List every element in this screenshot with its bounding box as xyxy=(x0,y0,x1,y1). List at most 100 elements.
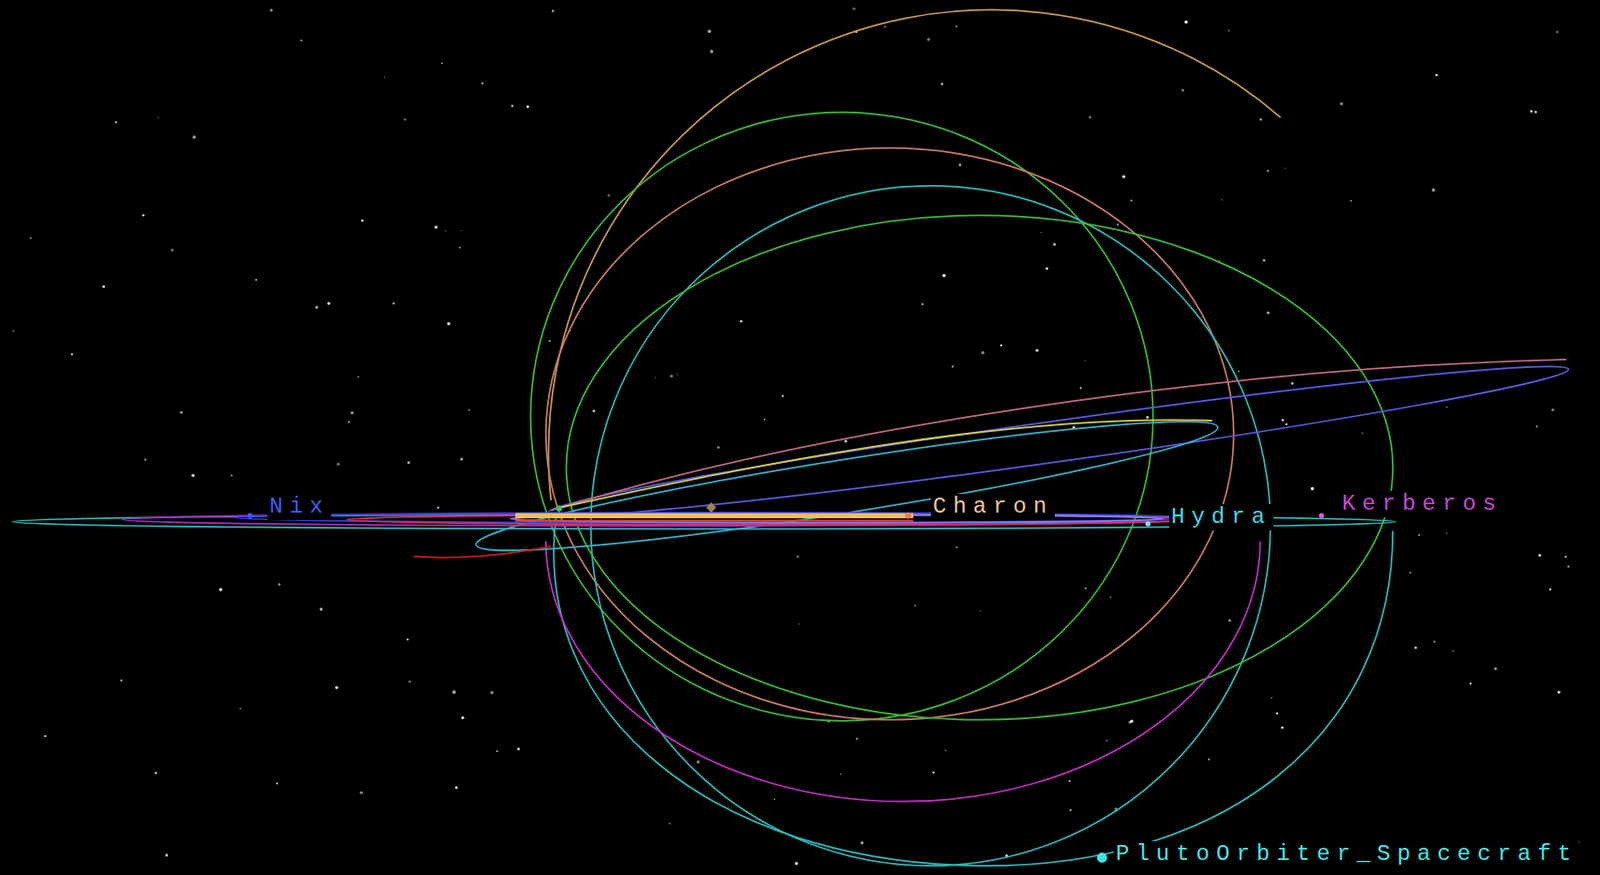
star xyxy=(942,274,946,278)
star xyxy=(1281,418,1285,422)
star xyxy=(406,638,409,640)
orbit-arc xyxy=(412,546,551,558)
star xyxy=(446,321,451,326)
star xyxy=(407,460,411,464)
star xyxy=(1129,719,1133,723)
star xyxy=(781,395,784,397)
star xyxy=(444,229,447,232)
star xyxy=(392,302,395,305)
moon-label: Kerberos xyxy=(1340,490,1505,518)
star xyxy=(607,194,610,198)
star-field xyxy=(12,7,1581,866)
star xyxy=(855,736,859,740)
star xyxy=(932,771,935,774)
charon-orbit xyxy=(515,512,914,518)
star xyxy=(1285,423,1288,426)
star xyxy=(239,707,242,710)
star xyxy=(102,285,106,289)
charon-marker xyxy=(904,512,912,519)
star xyxy=(1435,74,1439,77)
star xyxy=(468,409,471,412)
star xyxy=(1040,231,1043,234)
moon-label: Nix xyxy=(267,493,332,520)
star xyxy=(1493,667,1497,671)
star xyxy=(1432,640,1436,643)
star xyxy=(955,546,959,549)
star xyxy=(1551,408,1555,412)
star xyxy=(455,786,458,790)
star xyxy=(940,82,944,86)
star xyxy=(383,76,385,77)
star xyxy=(361,219,365,223)
star xyxy=(1446,532,1448,534)
kerberos-marker xyxy=(1318,512,1324,518)
star xyxy=(1549,587,1552,590)
orbit-ellipse xyxy=(565,214,1393,719)
star xyxy=(461,716,465,719)
star xyxy=(839,773,842,776)
star xyxy=(511,104,515,107)
star xyxy=(1284,167,1286,168)
star xyxy=(408,680,412,684)
body-markers xyxy=(247,502,1325,863)
star xyxy=(979,609,981,611)
star xyxy=(1536,425,1539,427)
star xyxy=(951,365,954,367)
star xyxy=(154,771,157,774)
star xyxy=(1184,20,1188,24)
star xyxy=(30,237,32,240)
star xyxy=(548,339,551,342)
star xyxy=(1414,646,1418,650)
star xyxy=(944,748,947,751)
star xyxy=(403,118,407,122)
star xyxy=(142,213,145,216)
star xyxy=(1228,30,1231,32)
star xyxy=(1088,116,1092,120)
star xyxy=(763,418,766,421)
star xyxy=(1266,311,1270,315)
star xyxy=(844,440,848,443)
star xyxy=(796,555,800,559)
star xyxy=(1291,381,1295,385)
star xyxy=(335,685,338,689)
star xyxy=(1567,564,1570,568)
star xyxy=(1036,349,1039,352)
star xyxy=(1237,370,1239,372)
star xyxy=(676,373,678,375)
star xyxy=(1084,587,1087,590)
star xyxy=(270,8,274,12)
spacecraft-label: PlutoOrbiter_Spacecraft xyxy=(1113,840,1580,868)
star xyxy=(71,352,74,355)
hydra-marker xyxy=(1145,520,1151,526)
star xyxy=(798,623,800,625)
star xyxy=(144,457,147,460)
star xyxy=(707,30,712,34)
star xyxy=(1534,110,1538,114)
star xyxy=(860,840,864,844)
star xyxy=(696,760,700,763)
star xyxy=(852,7,855,11)
star xyxy=(357,375,360,378)
star xyxy=(1045,267,1049,271)
moon-label: Charon xyxy=(930,493,1055,520)
star xyxy=(191,473,196,478)
star xyxy=(1181,89,1185,92)
star xyxy=(914,604,916,607)
star xyxy=(1270,696,1273,699)
star xyxy=(1564,555,1567,558)
star xyxy=(710,49,715,54)
star xyxy=(517,746,520,750)
star xyxy=(1538,553,1541,557)
star xyxy=(452,689,457,694)
star xyxy=(739,320,743,323)
star xyxy=(927,37,931,42)
star xyxy=(459,457,463,461)
orbit-ellipse xyxy=(530,112,1153,721)
star xyxy=(458,246,461,249)
star xyxy=(1555,30,1558,33)
star xyxy=(955,25,958,28)
star xyxy=(327,302,331,305)
star xyxy=(1080,386,1082,389)
star xyxy=(12,329,15,332)
